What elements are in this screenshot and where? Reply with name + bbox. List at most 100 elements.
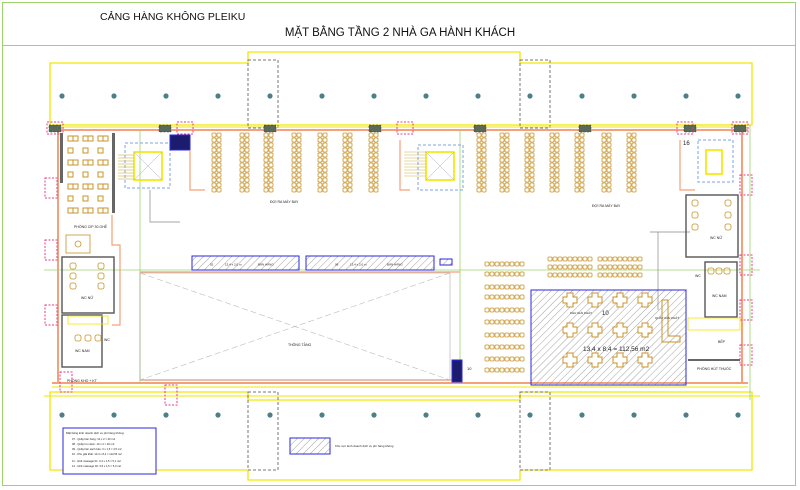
cip-seat: [97, 183, 104, 190]
seat: [489, 344, 495, 350]
seat: [579, 142, 585, 148]
seat: [524, 187, 530, 193]
seat: [612, 272, 618, 278]
seat: [296, 152, 302, 158]
elevator-machine: [169, 134, 191, 151]
dining-table: [587, 322, 603, 338]
seat: [627, 256, 633, 262]
seat: [263, 157, 269, 163]
seat: [296, 157, 302, 163]
seat: [368, 132, 374, 138]
seat: [514, 294, 520, 300]
seat: [216, 147, 222, 153]
seat: [342, 142, 348, 148]
seat: [504, 177, 510, 183]
seat: [552, 272, 558, 278]
seat: [631, 182, 637, 188]
seat: [268, 137, 274, 143]
seat: [579, 187, 585, 193]
seat: [499, 271, 505, 277]
seat: [557, 256, 563, 262]
wc-male-right-label: WC NAM: [712, 294, 727, 298]
column-dot: [683, 93, 689, 99]
seat: [509, 294, 515, 300]
seat: [291, 182, 297, 188]
seat: [291, 152, 297, 158]
seat: [524, 172, 530, 178]
retail-counter-left: 02 13,4 x 2,0 m BÁN HÀNG: [191, 255, 300, 271]
structural-marker: [739, 344, 753, 366]
column-marker: [683, 124, 697, 133]
cip-seat: [97, 195, 104, 202]
seat: [524, 162, 530, 168]
seat: [597, 272, 603, 278]
seat: [347, 177, 353, 183]
seat: [239, 142, 245, 148]
seat: [296, 137, 302, 143]
seat: [524, 132, 530, 138]
dining-table: [637, 292, 653, 308]
seat: [368, 182, 374, 188]
seat: [612, 264, 618, 270]
seat: [239, 132, 245, 138]
seat: [347, 147, 353, 153]
seat: [607, 272, 613, 278]
seat: [504, 294, 510, 300]
column-dot: [735, 93, 741, 99]
seat: [549, 182, 555, 188]
drawing-title: MẶT BẰNG TẦNG 2 NHÀ GA HÀNH KHÁCH: [284, 27, 516, 39]
seat: [574, 182, 580, 188]
seat: [587, 256, 593, 262]
seat: [263, 152, 269, 158]
seat: [597, 264, 603, 270]
column-dot: [267, 93, 273, 99]
seat: [606, 157, 612, 163]
seat: [481, 182, 487, 188]
seat: [499, 147, 505, 153]
seat: [239, 147, 245, 153]
structural-marker: [731, 121, 749, 135]
seat: [484, 367, 490, 373]
seat: [607, 256, 613, 262]
seat: [342, 132, 348, 138]
seat: [637, 256, 643, 262]
seat: [529, 137, 535, 143]
seat: [606, 167, 612, 173]
cip-seat: [87, 183, 94, 190]
seat: [347, 182, 353, 188]
seat: [519, 356, 525, 362]
seat: [342, 177, 348, 183]
seat: [239, 187, 245, 193]
column-dot: [579, 412, 585, 418]
seat: [554, 187, 560, 193]
seat: [317, 167, 323, 173]
seat: [499, 137, 505, 143]
counter-left-use: BÁN HÀNG: [258, 263, 274, 267]
seat: [504, 147, 510, 153]
seat: [481, 187, 487, 193]
seat: [549, 167, 555, 173]
seat: [626, 182, 632, 188]
legend-item: 09 - Quầy bán sách báo: 3 x 1,5 = 4,5 m2: [72, 447, 122, 451]
seat: [572, 272, 578, 278]
seat: [622, 256, 628, 262]
seat: [268, 177, 274, 183]
seat: [317, 187, 323, 193]
seat: [322, 182, 328, 188]
toilet-fixture: [74, 334, 82, 342]
seat: [504, 319, 510, 325]
column-dot: [163, 412, 169, 418]
seat: [499, 367, 505, 373]
title-separator: [2, 45, 796, 46]
seat: [579, 167, 585, 173]
column-dot: [59, 412, 65, 418]
seat: [529, 182, 535, 188]
seat: [268, 147, 274, 153]
seat: [484, 271, 490, 277]
seat: [549, 157, 555, 163]
seat: [579, 157, 585, 163]
seat: [504, 284, 510, 290]
seat: [268, 162, 274, 168]
column-dot: [215, 412, 221, 418]
